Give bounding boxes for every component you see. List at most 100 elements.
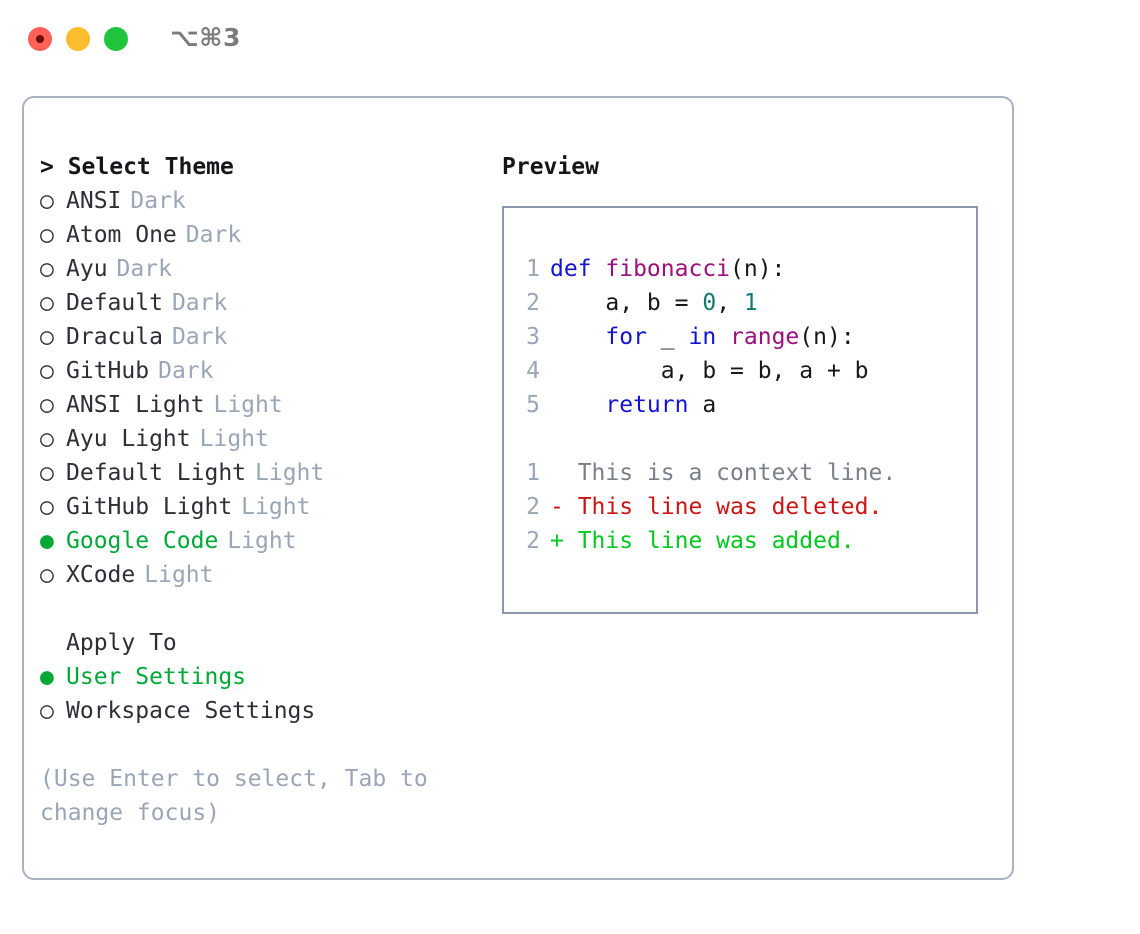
theme-option-variant: Light bbox=[213, 392, 283, 418]
diff-line-number: 2 bbox=[526, 494, 540, 520]
code-line-number: 3 bbox=[526, 324, 540, 350]
radio-unselected-icon[interactable]: ○ bbox=[40, 188, 54, 214]
code-line: 3 for _ in range(n): bbox=[518, 320, 968, 354]
apply-to-heading-row: ○ Apply To bbox=[40, 626, 480, 660]
code-line-number: 4 bbox=[526, 358, 540, 384]
theme-option-variant: Light bbox=[255, 460, 325, 486]
theme-option-dracula[interactable]: ○ Dracula Dark bbox=[40, 320, 480, 354]
radio-unselected-icon[interactable]: ○ bbox=[40, 256, 54, 282]
preview-heading: Preview bbox=[502, 154, 599, 180]
radio-selected-icon[interactable]: ● bbox=[40, 664, 54, 690]
radio-unselected-icon[interactable]: ○ bbox=[40, 460, 54, 486]
code-token-kw: return bbox=[605, 392, 689, 418]
radio-unselected-icon[interactable]: ○ bbox=[40, 698, 54, 724]
close-button-icon[interactable] bbox=[28, 27, 52, 51]
apply-to-section: ○ Apply To ●User Settings○Workspace Sett… bbox=[40, 626, 480, 728]
radio-unselected-icon[interactable]: ○ bbox=[40, 324, 54, 350]
code-line-number: 5 bbox=[526, 392, 540, 418]
radio-unselected-icon[interactable]: ○ bbox=[40, 494, 54, 520]
diff-line-number: 2 bbox=[526, 528, 540, 554]
theme-option-variant: Light bbox=[227, 528, 297, 554]
diff-marker: - bbox=[550, 494, 564, 520]
spacer-marker: ○ bbox=[40, 626, 66, 660]
theme-option-atom-one[interactable]: ○ Atom One Dark bbox=[40, 218, 480, 252]
theme-option-variant: Light bbox=[144, 562, 214, 588]
code-token-kw: in bbox=[688, 324, 717, 350]
diff-sample-block: 1 This is a context line.2- This line wa… bbox=[518, 456, 968, 558]
radio-selected-icon[interactable]: ● bbox=[40, 528, 54, 554]
code-token-num: 1 bbox=[743, 290, 758, 316]
apply-to-option-label: User Settings bbox=[66, 664, 247, 690]
code-token-txt bbox=[550, 324, 605, 350]
select-theme-heading: > Select Theme bbox=[40, 154, 234, 180]
code-token-txt bbox=[550, 392, 605, 418]
radio-unselected-icon[interactable]: ○ bbox=[40, 562, 54, 588]
code-line: 5 return a bbox=[518, 388, 968, 422]
theme-option-variant: Dark bbox=[130, 188, 186, 214]
theme-option-variant: Light bbox=[241, 494, 311, 520]
minimize-button-icon[interactable] bbox=[66, 27, 90, 51]
theme-option-variant: Dark bbox=[185, 222, 242, 248]
radio-unselected-icon[interactable]: ○ bbox=[40, 358, 54, 384]
apply-to-option-user-settings[interactable]: ● User Settings bbox=[40, 660, 480, 694]
code-token-kw: for bbox=[605, 324, 647, 350]
diff-line-text: This line was added. bbox=[563, 528, 855, 554]
code-token-num: 0 bbox=[702, 290, 717, 316]
theme-option-label: XCode bbox=[66, 562, 136, 588]
theme-option-label: Ayu Light bbox=[66, 426, 191, 452]
code-token-txt: (n): bbox=[730, 256, 786, 282]
theme-option-variant: Dark bbox=[158, 358, 214, 384]
radio-unselected-icon[interactable]: ○ bbox=[40, 290, 54, 316]
code-token-txt: a, b = b, a + b bbox=[550, 358, 869, 384]
keyboard-hint-text: (Use Enter to select, Tab to change focu… bbox=[40, 766, 442, 826]
apply-to-heading: Apply To bbox=[66, 630, 177, 656]
diff-line-add: 2+ This line was added. bbox=[518, 524, 968, 558]
diff-line-ctx: 1 This is a context line. bbox=[518, 456, 968, 490]
theme-option-github-light[interactable]: ○ GitHub Light Light bbox=[40, 490, 480, 524]
diff-line-del: 2- This line was deleted. bbox=[518, 490, 968, 524]
theme-option-ansi-light[interactable]: ○ ANSI Light Light bbox=[40, 388, 480, 422]
theme-option-ayu[interactable]: ○ Ayu Dark bbox=[40, 252, 480, 286]
theme-option-github[interactable]: ○ GitHub Dark bbox=[40, 354, 480, 388]
window-title: ⌥⌘3 bbox=[170, 23, 241, 52]
theme-option-variant: Dark bbox=[116, 256, 172, 282]
theme-option-label: Ayu bbox=[66, 256, 108, 282]
code-line: 4 a, b = b, a + b bbox=[518, 354, 968, 388]
diff-line-text: This line was deleted. bbox=[563, 494, 883, 520]
theme-option-label: Default bbox=[66, 290, 163, 316]
theme-option-label: GitHub Light bbox=[66, 494, 233, 520]
code-line-number: 1 bbox=[526, 256, 540, 282]
theme-option-label: Dracula bbox=[66, 324, 163, 350]
code-token-txt: a bbox=[688, 392, 717, 418]
maximize-button-icon[interactable] bbox=[104, 27, 128, 51]
theme-option-label: GitHub bbox=[66, 358, 150, 384]
title-bar: ⌥⌘3 bbox=[0, 0, 1140, 78]
theme-option-label: ANSI Light bbox=[66, 392, 205, 418]
diff-line-number: 1 bbox=[526, 460, 540, 486]
theme-option-label: ANSI bbox=[66, 188, 122, 214]
theme-option-label: Atom One bbox=[66, 222, 177, 248]
radio-unselected-icon[interactable]: ○ bbox=[40, 426, 54, 452]
code-line-number: 2 bbox=[526, 290, 540, 316]
radio-unselected-icon[interactable]: ○ bbox=[40, 222, 54, 248]
theme-option-variant: Dark bbox=[171, 324, 228, 350]
theme-option-xcode[interactable]: ○ XCode Light bbox=[40, 558, 480, 592]
radio-unselected-icon[interactable]: ○ bbox=[40, 392, 54, 418]
apply-to-option-label: Workspace Settings bbox=[66, 698, 316, 724]
traffic-lights bbox=[28, 27, 128, 51]
apply-to-option-workspace-settings[interactable]: ○ Workspace Settings bbox=[40, 694, 480, 728]
theme-option-ansi[interactable]: ○ ANSI Dark bbox=[40, 184, 480, 218]
